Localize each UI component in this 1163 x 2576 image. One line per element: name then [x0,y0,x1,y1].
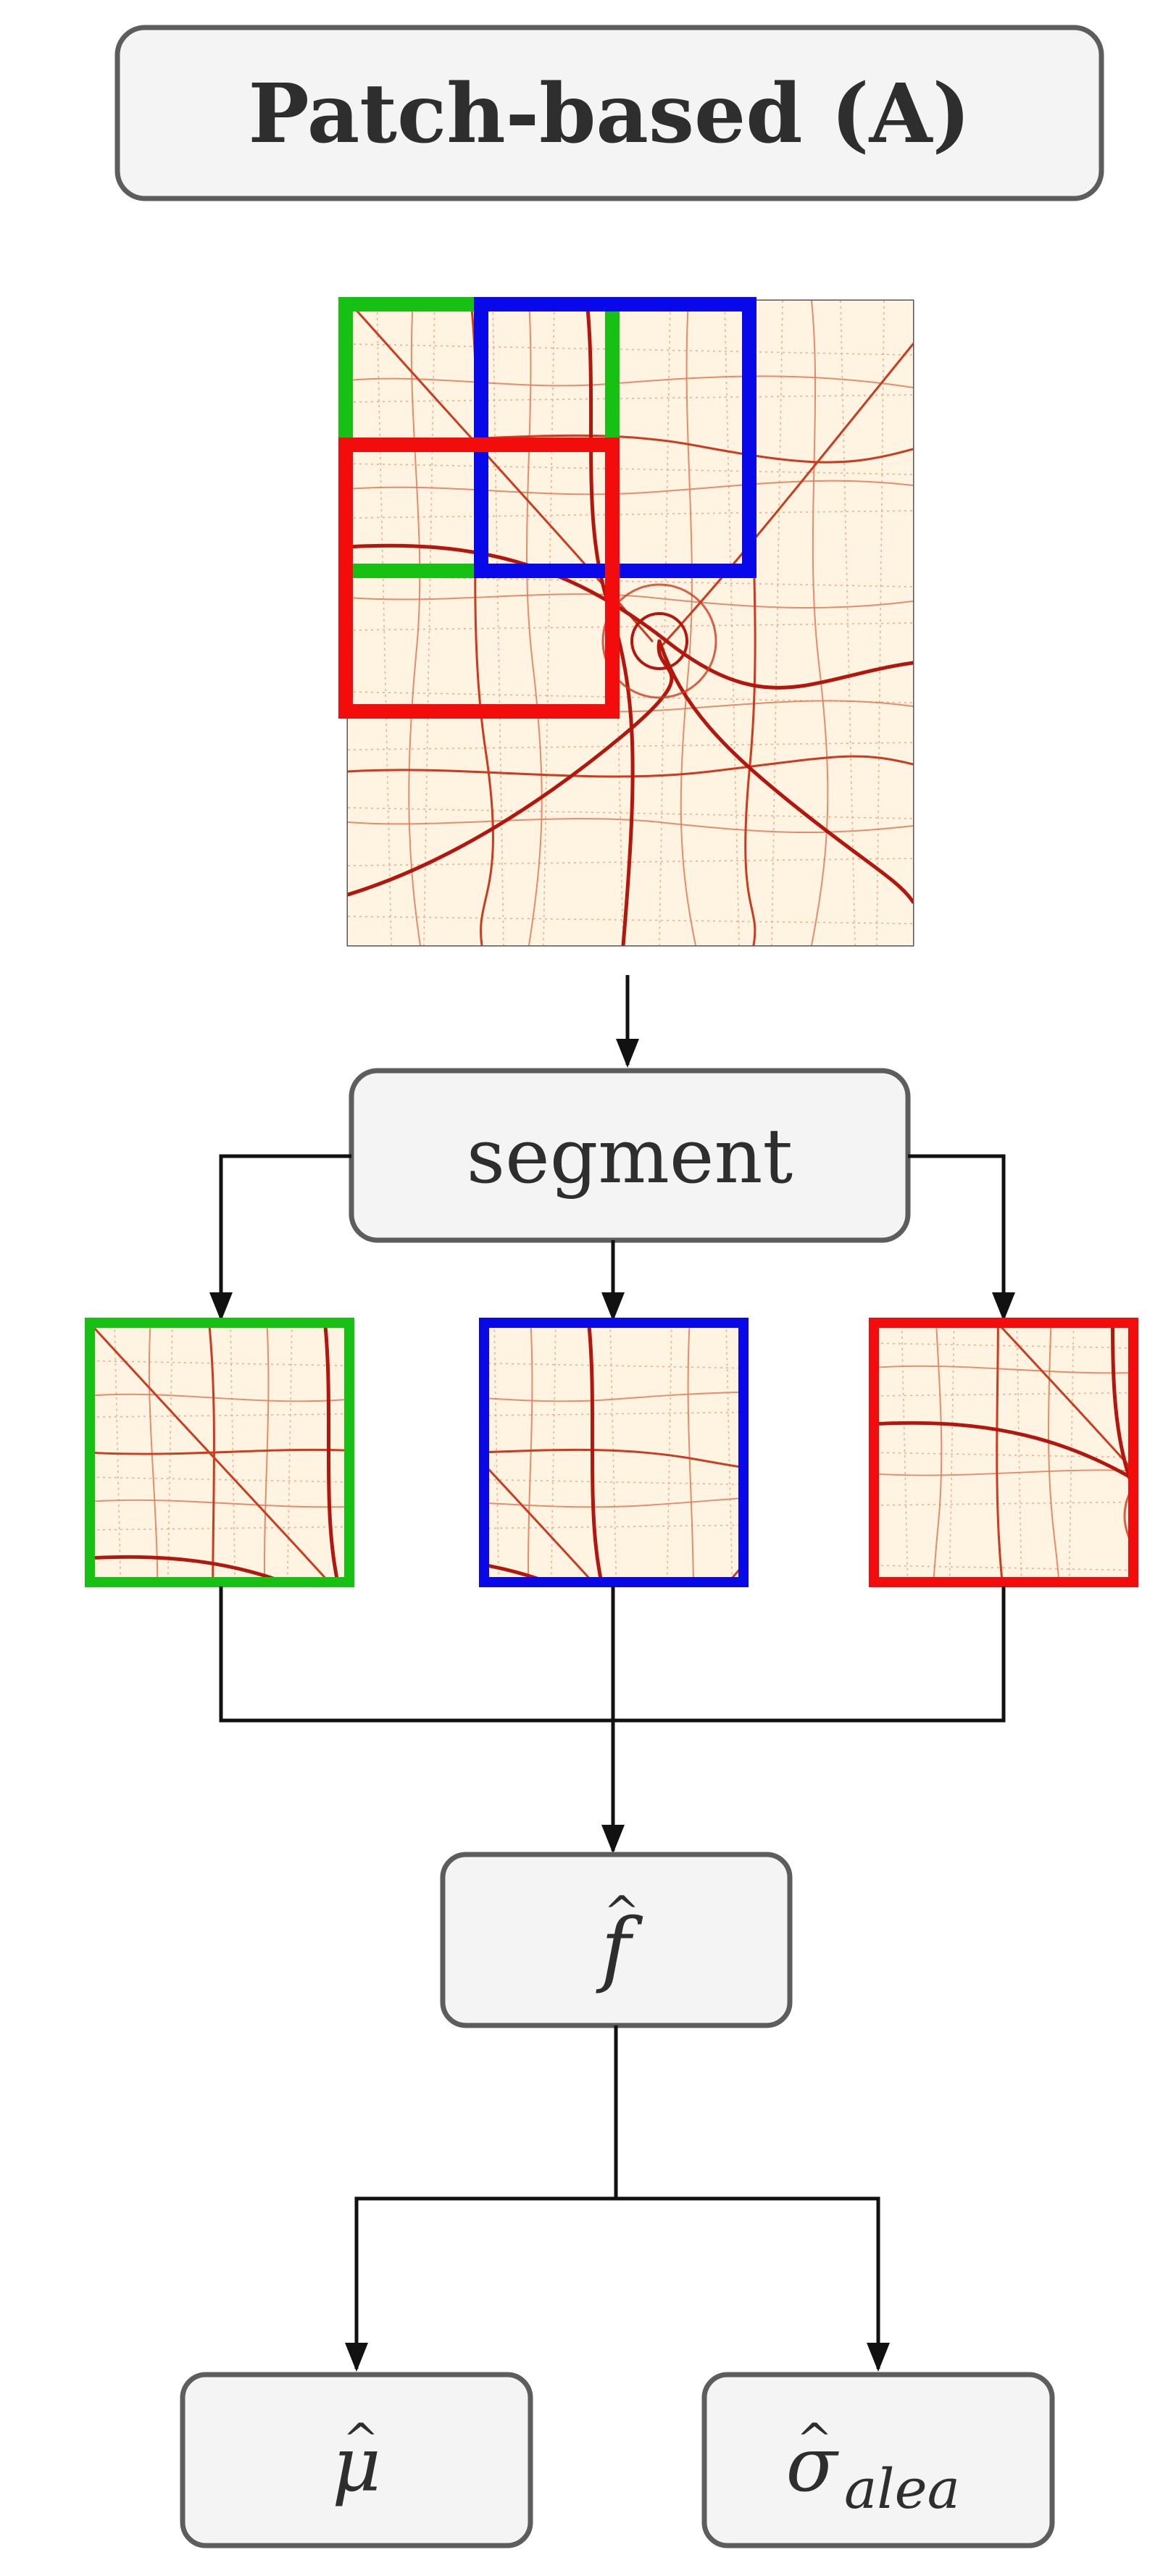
sigma-node: ^ σ alea [701,2372,1055,2548]
arrow-model-to-sigma [616,2196,890,2372]
sigma-box [701,2372,1055,2548]
title-box [114,25,1104,201]
title-node: Patch-based (A) [114,25,1104,201]
segment-label: segment [467,1112,793,1200]
arrow-segment-to-green [209,1154,351,1321]
mu-box [180,2372,533,2548]
arrow-segment-to-red [908,1154,1015,1321]
mu-label: μ [332,2420,381,2509]
source-map [346,299,914,947]
blue-patch [479,1318,749,1587]
red-patch [869,1318,1138,1587]
model-hat: ^ [604,1887,640,1938]
line-green-to-merge [219,1586,613,1723]
green-patch [85,1318,354,1587]
sigma-label: σ [786,2420,840,2509]
mu-node: ^ μ [180,2372,533,2548]
sigma-subscript: alea [844,2456,960,2521]
arrow-model-to-mu [345,2196,616,2372]
segment-node: segment [349,1068,911,1243]
mu-hat: ^ [343,2414,379,2465]
model-node: ^ f [440,1852,793,2028]
line-red-to-merge [613,1586,1006,1723]
red-patch-window [338,438,620,719]
sigma-hat: ^ [796,2414,833,2465]
title-text: Patch-based (A) [248,67,970,162]
